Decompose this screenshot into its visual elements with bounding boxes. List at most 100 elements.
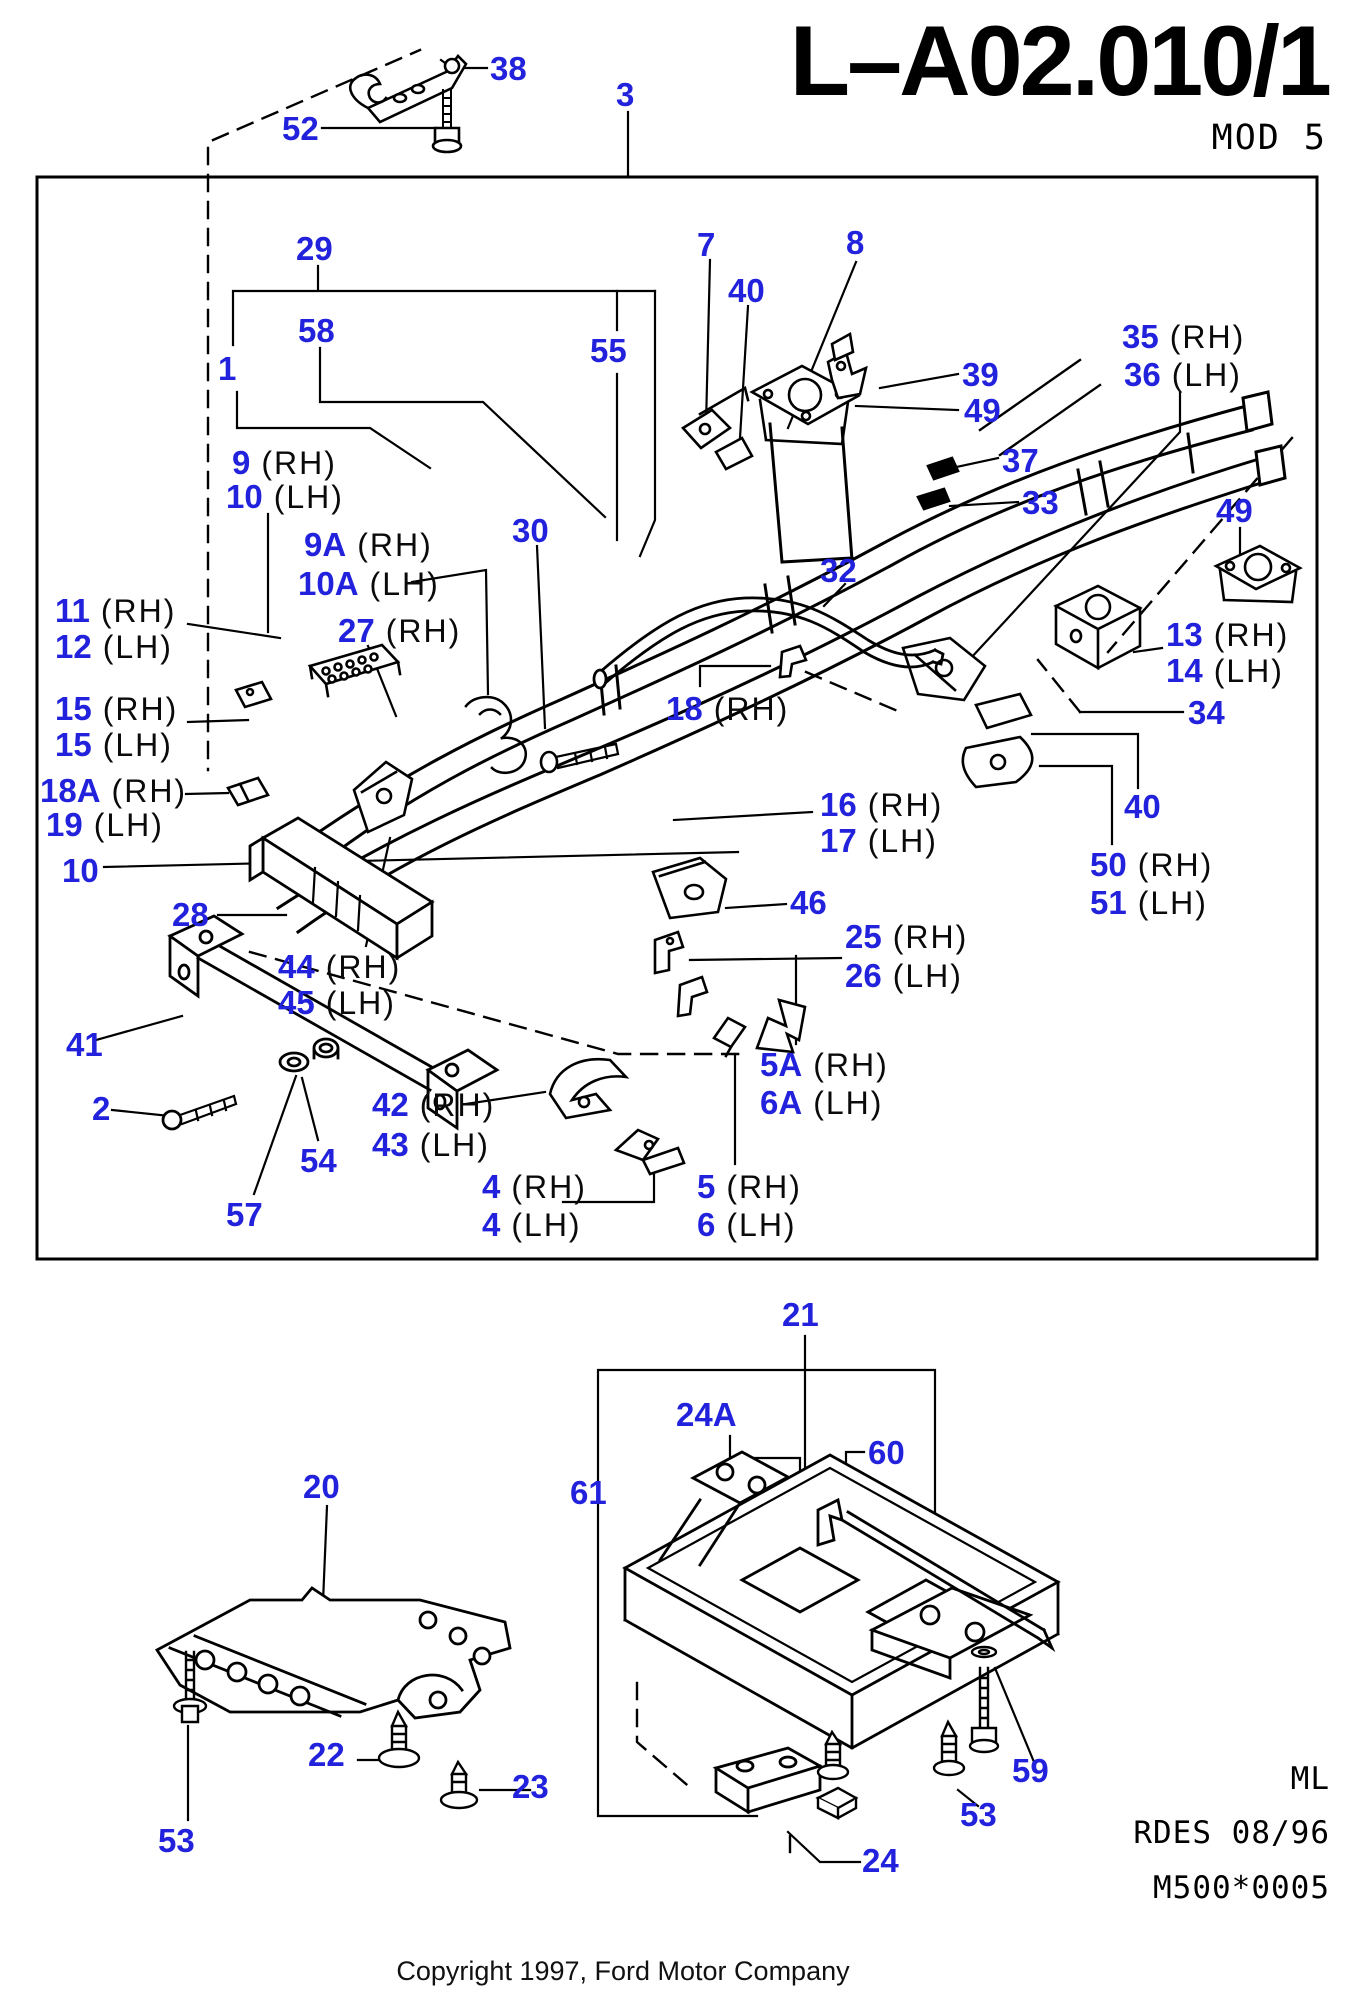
callout-side-suffix: (LH) [93,807,164,843]
callout-number: 46 [790,884,827,921]
callout-number: 14 [1166,652,1203,689]
callout-number: 17 [820,822,857,859]
callout-32: 32 [820,552,857,590]
callout-24: 24 [862,1842,899,1880]
callout-number: 42 [372,1086,409,1123]
callout-number: 9A [304,526,347,563]
callout-number: 8 [846,224,865,261]
leader-lines [94,58,1242,1864]
callout-side-suffix: (RH) [325,949,402,985]
callout-14: 14 (LH) [1166,652,1284,690]
callout-number: 15 [55,690,92,727]
callout-number: 37 [1002,442,1039,479]
callout-5: 5(RH) [697,1168,802,1206]
callout-side-suffix: (RH) [713,691,790,727]
callout-side-suffix: (RH) [511,1169,587,1205]
callout-number: 10 [62,852,99,889]
callout-side-suffix: (RH) [419,1087,496,1123]
callout-number: 38 [490,50,527,87]
battery-tray [622,1450,1061,1815]
callout-number: 19 [46,806,83,843]
callout-side-suffix: (LH) [1137,885,1208,921]
drawing-number-title: L–A02.010/1 [789,5,1332,116]
callout-20: 20 [303,1468,340,1506]
callout-number: 16 [820,786,857,823]
callout-number: 51 [1090,884,1127,921]
callout-18: 18(RH) [666,690,789,728]
callout-number: 45 [278,984,315,1021]
callout-49b: 49 [1216,492,1253,530]
callout-55: 55 [590,332,627,370]
callout-side-suffix: (LH) [325,985,396,1021]
callout-side-suffix: (LH) [419,1127,490,1163]
callout-44: 44 (RH) [278,948,401,986]
callout-side-suffix: (RH) [100,593,177,629]
callout-number: 13 [1166,616,1203,653]
sway-bar [592,596,945,690]
callout-37: 37 [1002,442,1039,480]
callout-57: 57 [226,1196,263,1234]
callout-side-suffix: (LH) [1213,653,1284,689]
callout-side-suffix: (RH) [726,1169,802,1205]
callout-60: 60 [868,1434,905,1472]
callout-42: 42 (RH) [372,1086,495,1124]
callout-number: 44 [278,948,315,985]
corner-plate-block: ML RDES 08/96 M500*0005 [1133,1752,1330,1915]
callout-41: 41 [66,1026,103,1064]
callout-7: 7 [697,226,715,264]
callout-39: 39 [962,356,999,394]
callout-number: 30 [512,512,549,549]
callout-number: 10 [226,478,263,515]
callout-35: 35 (RH) [1122,318,1245,356]
callout-side-suffix: (LH) [102,629,173,665]
callout-side-suffix: (RH) [892,919,969,955]
callout-number: 41 [66,1026,103,1063]
callout-number: 28 [172,896,209,933]
callout-6: 6(LH) [697,1206,797,1244]
callout-40a: 40 [728,272,765,310]
callout-number: 11 [55,592,90,629]
callout-10a: 10A (LH) [298,565,440,603]
callout-number: 40 [1124,788,1161,825]
callout-number: 9 [232,444,251,481]
callout-53b: 53 [960,1796,997,1834]
callout-53a: 53 [158,1822,195,1860]
hook-bracket-and-bolt [349,54,468,154]
callout-number: 55 [590,332,627,369]
callout-number: 4 [482,1168,501,1205]
callout-side-suffix: (LH) [273,479,344,515]
callout-side-suffix: (LH) [102,727,173,763]
callout-number: 49 [964,392,1001,429]
callout-number: 35 [1122,318,1159,355]
callout-side-suffix: (RH) [1169,319,1246,355]
callout-side-suffix: (LH) [511,1207,582,1243]
mod-label: MOD 5 [1211,118,1327,158]
callout-side-suffix: (RH) [102,691,179,727]
callout-number: 15 [55,726,92,763]
callout-18a: 18A(RH) [40,772,187,810]
callout-number: 25 [845,918,882,955]
callout-number: 12 [55,628,92,665]
callout-6a: 6A(LH) [760,1084,883,1122]
callout-number: 60 [868,1434,905,1471]
callout-number: 40 [728,272,765,309]
callout-number: 6 [697,1206,716,1243]
callout-61: 61 [570,1474,607,1512]
callout-number: 33 [1022,484,1059,521]
callout-side-suffix: (RH) [813,1047,889,1083]
callout-number: 57 [226,1196,263,1233]
callout-12: 12 (LH) [55,628,173,666]
callout-number: 1 [218,350,237,387]
callout-34: 34 [1188,694,1225,732]
callout-10b: 10 [62,852,99,890]
callout-24a: 24A [676,1396,737,1434]
callout-27: 27(RH) [338,612,461,650]
callout-5a: 5A(RH) [760,1046,889,1084]
callout-number: 24 [862,1842,899,1879]
callout-number: 32 [820,552,857,589]
callout-number: 10A [298,565,359,602]
callout-40b: 40 [1124,788,1161,826]
callout-number: 58 [298,312,335,349]
construction-dashes [206,48,1294,1862]
callout-side-suffix: (LH) [369,566,440,602]
